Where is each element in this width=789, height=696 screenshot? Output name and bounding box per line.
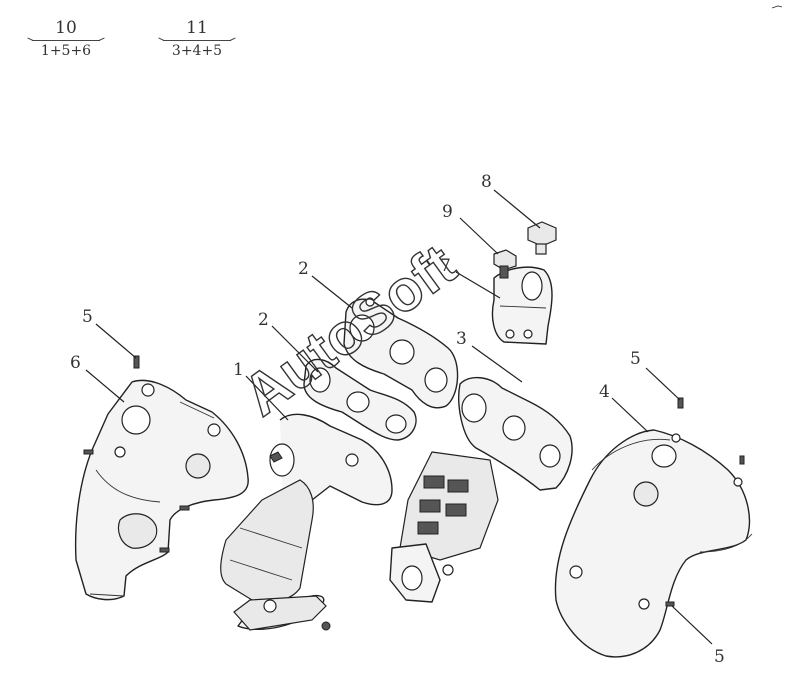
corner-mark: [771, 5, 783, 9]
bolt-boss: [207, 423, 221, 437]
callout-2-left: 2: [258, 310, 269, 330]
part-6-heat-shield: [74, 379, 249, 601]
gasket-port: [349, 314, 375, 342]
bolt-boss: [114, 446, 126, 458]
bracket-hole: [505, 329, 515, 339]
gasket-port: [389, 339, 415, 365]
bracket-hole: [521, 271, 543, 301]
bolt: [665, 601, 675, 607]
leader-3: [471, 345, 523, 383]
leader-6: [85, 369, 125, 403]
callout-9: 9: [442, 202, 453, 222]
leader-5-left: [95, 323, 137, 359]
manifold-port: [269, 443, 295, 477]
shield-opening: [651, 444, 677, 468]
fraction-numerator: 11: [186, 18, 208, 38]
shield-boss: [633, 481, 659, 507]
assembly-fraction-10: 10 1+5+6: [26, 18, 106, 60]
fraction-bar: [32, 40, 100, 41]
part-7-bracket: [491, 266, 553, 345]
callout-labels: 8 9 7 2 2 3 1 5 6 5 4 5: [70, 172, 725, 667]
leader-2-upper: [311, 275, 353, 309]
assembly-fraction-11: 11 3+4+5: [157, 18, 237, 60]
bolt-boss: [638, 598, 650, 610]
bolt: [677, 397, 684, 409]
part-8-bolt: [527, 221, 557, 255]
fraction-numerator: 10: [55, 18, 77, 38]
leader-2-left: [271, 325, 319, 373]
leader-9: [459, 217, 499, 255]
part-4-heat-shield: [554, 429, 753, 658]
flange-hole: [345, 453, 359, 467]
gasket-port: [309, 367, 331, 393]
fraction-bar: [163, 40, 231, 41]
part-2-gasket-left: [303, 358, 417, 441]
gasket-port: [346, 391, 370, 413]
leader-lines: [85, 189, 713, 645]
callout-3: 3: [456, 329, 467, 349]
callout-4: 4: [599, 382, 610, 402]
part-3-exhaust-manifold-catalyst: [389, 377, 573, 603]
bracket-hole: [523, 329, 533, 339]
fraction-denominator: 1+5+6: [40, 43, 92, 59]
manifold-port: [539, 444, 561, 468]
callout-6: 6: [70, 353, 81, 373]
leader-8: [493, 189, 541, 229]
bolt-boss: [141, 383, 155, 397]
leader-5-right: [645, 367, 681, 401]
callout-1: 1: [233, 360, 244, 380]
callout-2-upper: 2: [298, 259, 309, 279]
bolt: [133, 355, 140, 369]
gasket-port: [385, 414, 407, 434]
bolt: [179, 505, 190, 511]
shield-opening: [121, 405, 151, 435]
gasket-port: [424, 367, 448, 393]
part-2-gasket-upper: [343, 297, 459, 409]
manifold-port: [461, 393, 487, 423]
manifold-port: [502, 415, 526, 441]
bolt-boss: [569, 565, 583, 579]
callout-8: 8: [481, 172, 492, 192]
part-9-stud: [493, 249, 517, 279]
flange-hole: [263, 599, 277, 613]
part-5-bolts: [83, 355, 745, 607]
leader-1: [245, 375, 289, 421]
shield-boss: [185, 453, 211, 479]
bolt-boss: [671, 433, 681, 443]
bolt-boss: [733, 477, 743, 487]
leader-4: [611, 397, 649, 433]
callout-5-right: 5: [630, 349, 641, 369]
leader-5-bottom: [671, 605, 713, 645]
bolt: [739, 455, 745, 465]
callout-5-left: 5: [82, 307, 93, 327]
bolt: [83, 449, 94, 455]
leader-7: [455, 271, 501, 299]
flange-port: [401, 565, 423, 591]
bolt: [159, 547, 170, 553]
callout-7: 7: [440, 256, 451, 276]
callout-5-bottom: 5: [714, 647, 725, 667]
part-1-exhaust-manifold-catalyst: [220, 413, 393, 631]
fraction-denominator: 3+4+5: [171, 43, 223, 59]
